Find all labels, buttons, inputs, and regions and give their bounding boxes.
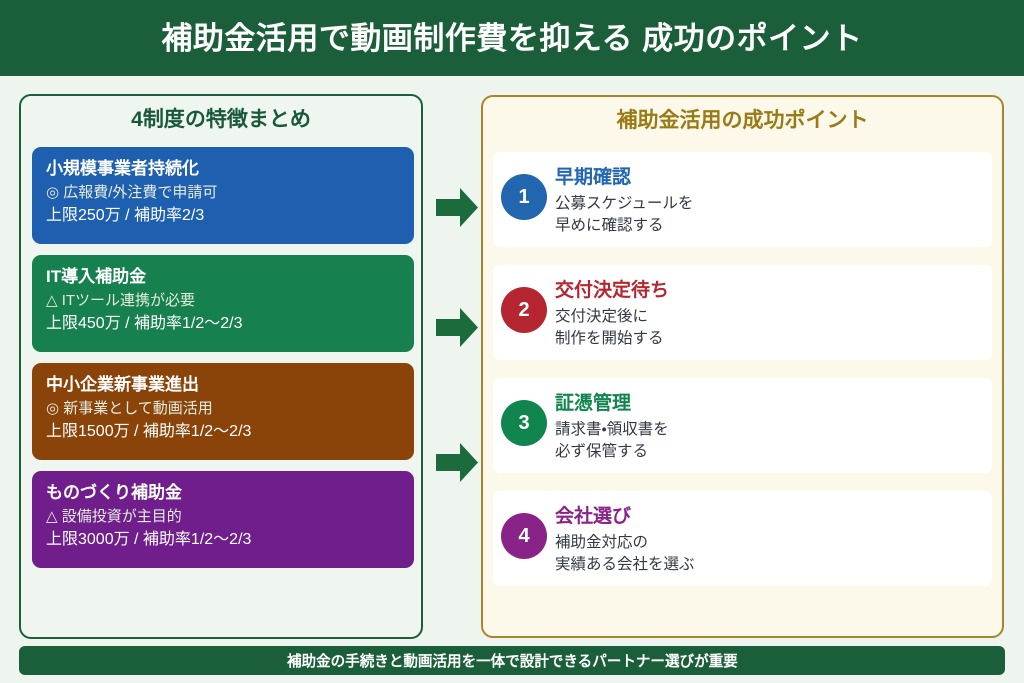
footer-bar: 補助金の手続きと動画活用を一体で設計できるパートナー選びが重要 [19, 646, 1005, 675]
success-point-list: 1 早期確認 公募スケジュールを 早めに確認する 2 交付決定待ち 交付決定後に… [493, 152, 992, 604]
point-description-line: 請求書・領収書を [555, 420, 669, 438]
point-title: 早期確認 [555, 167, 632, 188]
point-description-line: 実績ある会社を選ぶ [555, 555, 695, 573]
subsidy-card-title: IT導入補助金 [46, 267, 147, 286]
left-panel: 4制度の特徴まとめ 小規模事業者持続化 ◎ 広報費/外注費で申請可 上限250万… [19, 94, 423, 639]
arrow-right-icon [436, 308, 478, 347]
subsidy-card[interactable]: 中小企業新事業進出 ◎ 新事業として動画活用 上限1500万 / 補助率1/2〜… [32, 363, 414, 460]
point-number-badge: 4 [501, 513, 547, 559]
subsidy-card[interactable]: IT導入補助金 △ ITツール連携が必要 上限450万 / 補助率1/2〜2/3 [32, 255, 414, 352]
subsidy-card-title: ものづくり補助金 [46, 483, 182, 502]
subsidy-card-title: 小規模事業者持続化 [46, 159, 199, 178]
arrow-right-icon [436, 443, 478, 482]
point-title: 会社選び [555, 506, 632, 527]
subsidy-card-amount: 上限450万 / 補助率1/2〜2/3 [46, 314, 243, 332]
subsidy-card-note: ◎ 広報費/外注費で申請可 [46, 183, 218, 201]
point-number-badge: 1 [501, 174, 547, 220]
point-description-line: 必ず保管する [555, 442, 649, 460]
point-title: 証憑管理 [555, 393, 632, 414]
point-description-line: 制作を開始する [555, 329, 664, 347]
subsidy-card-amount: 上限3000万 / 補助率1/2〜2/3 [46, 530, 252, 548]
subsidy-card-note: △ 設備投資が主目的 [46, 507, 182, 525]
left-panel-title: 4制度の特徴まとめ [131, 108, 311, 131]
subsidy-card-amount: 上限250万 / 補助率2/3 [46, 206, 205, 224]
point-number-badge: 3 [501, 400, 547, 446]
subsidy-card-amount: 上限1500万 / 補助率1/2〜2/3 [46, 422, 252, 440]
point-description-line: 公募スケジュールを [555, 194, 694, 212]
point-description-line: 早めに確認する [555, 216, 664, 234]
point-number-badge: 2 [501, 287, 547, 333]
page-title: 補助金活用で動画制作費を抑える 成功のポイント [161, 20, 863, 56]
subsidy-card-note: ◎ 新事業として動画活用 [46, 399, 213, 417]
footer-message: 補助金の手続きと動画活用を一体で設計できるパートナー選びが重要 [286, 653, 738, 670]
success-point-row[interactable]: 2 交付決定待ち 交付決定後に 制作を開始する [493, 265, 992, 360]
success-point-row[interactable]: 4 会社選び 補助金対応の 実績ある会社を選ぶ [493, 491, 992, 586]
right-panel-title: 補助金活用の成功ポイント [616, 109, 869, 132]
subsidy-card-list: 小規模事業者持続化 ◎ 広報費/外注費で申請可 上限250万 / 補助率2/3 … [32, 147, 414, 579]
right-panel: 補助金活用の成功ポイント 1 早期確認 公募スケジュールを 早めに確認する 2 … [481, 95, 1004, 638]
arrow-right-icon [436, 188, 478, 227]
success-point-row[interactable]: 3 証憑管理 請求書・領収書を 必ず保管する [493, 378, 992, 473]
point-title: 交付決定待ち [555, 280, 670, 301]
success-point-row[interactable]: 1 早期確認 公募スケジュールを 早めに確認する [493, 152, 992, 247]
header-bar: 補助金活用で動画制作費を抑える 成功のポイント [0, 0, 1024, 76]
point-description-line: 補助金対応の [555, 533, 649, 551]
subsidy-card-title: 中小企業新事業進出 [46, 375, 199, 394]
subsidy-card[interactable]: ものづくり補助金 △ 設備投資が主目的 上限3000万 / 補助率1/2〜2/3 [32, 471, 414, 568]
subsidy-card-note: △ ITツール連携が必要 [46, 291, 196, 309]
subsidy-card[interactable]: 小規模事業者持続化 ◎ 広報費/外注費で申請可 上限250万 / 補助率2/3 [32, 147, 414, 244]
point-description-line: 交付決定後に [555, 307, 649, 325]
